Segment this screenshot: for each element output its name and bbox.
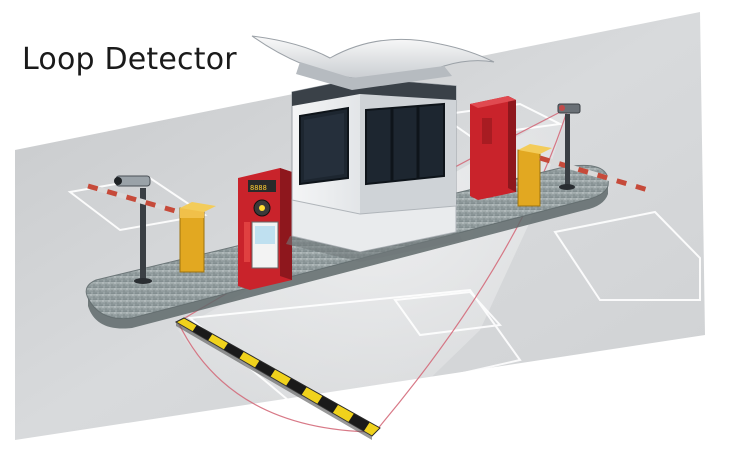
guard-booth <box>286 77 462 262</box>
exit-barrier-gate <box>517 144 649 207</box>
entry-barrier-gate <box>87 183 216 273</box>
diagram-title: Loop Detector <box>22 42 237 77</box>
svg-text:8888: 8888 <box>250 184 267 192</box>
booth-window-right <box>365 102 445 186</box>
lpr-camera-pole-left <box>114 175 152 284</box>
ticket-dispenser-kiosk: 8888 <box>238 168 292 290</box>
lpr-camera-pole-right <box>557 103 581 190</box>
red-cabinet <box>470 96 516 200</box>
speed-bump <box>174 317 381 440</box>
booth-roof-underside <box>296 62 452 90</box>
